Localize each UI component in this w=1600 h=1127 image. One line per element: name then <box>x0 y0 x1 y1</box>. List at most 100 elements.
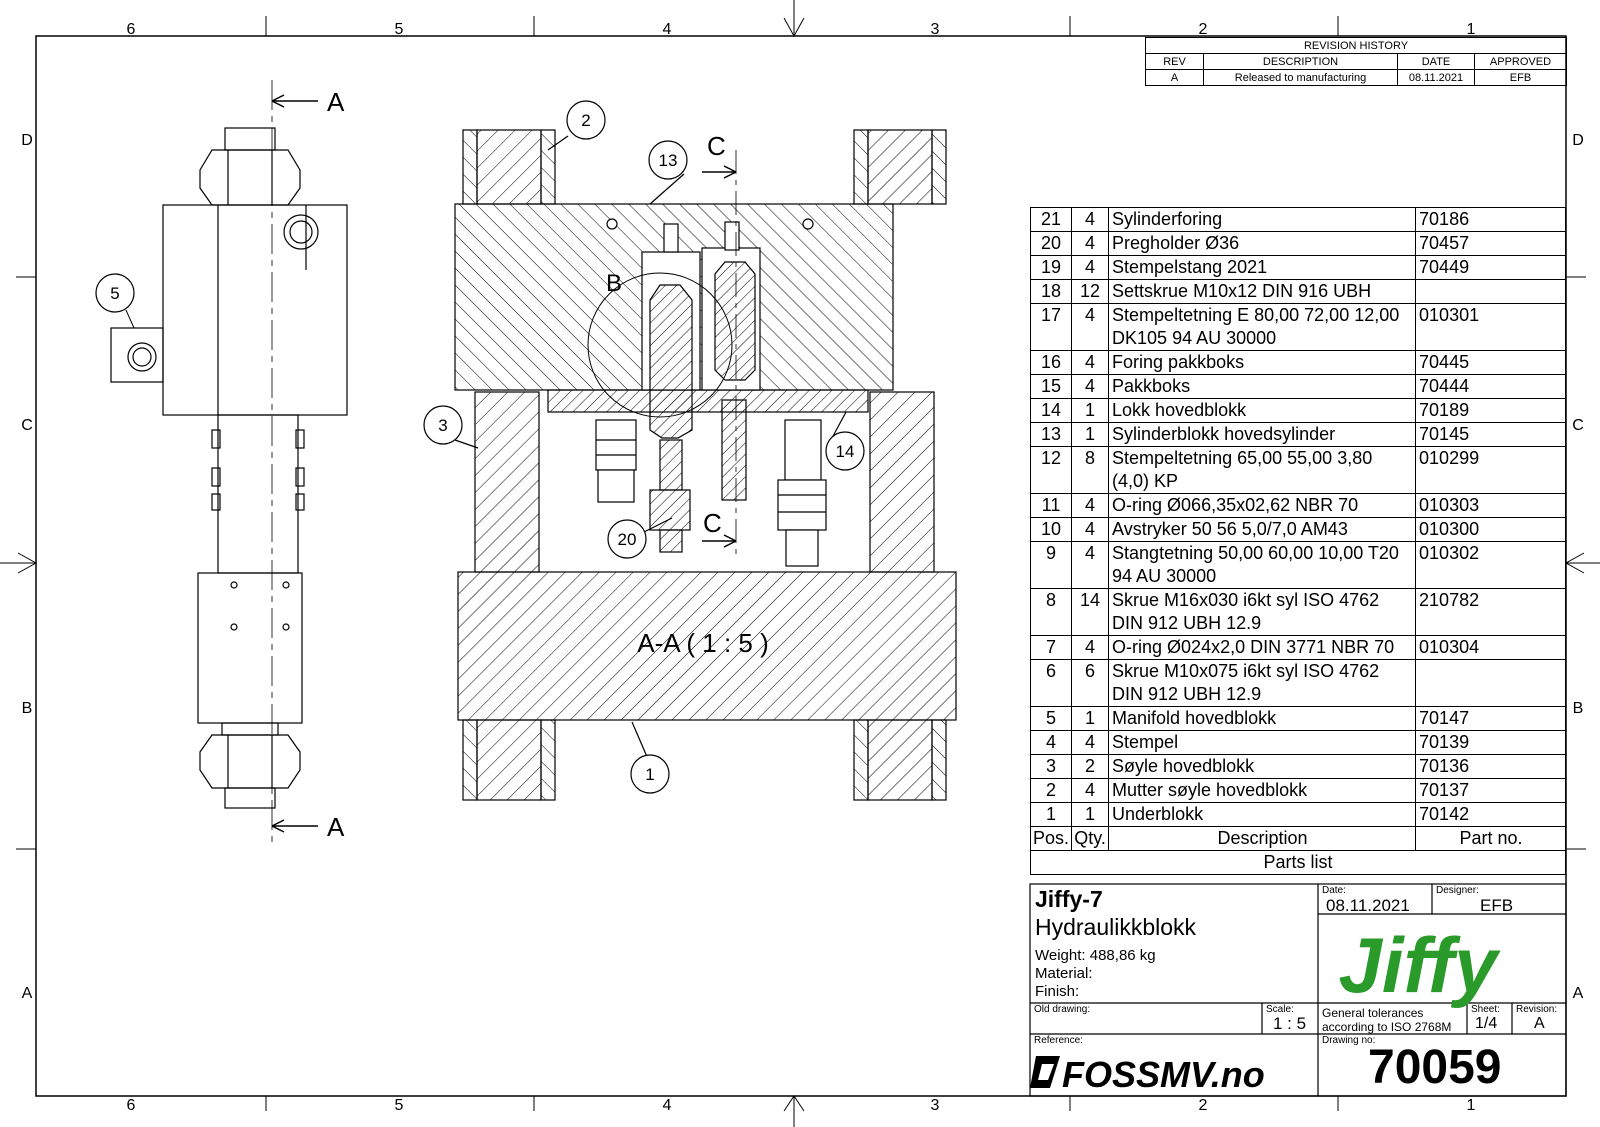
balloon-14: 14 <box>836 442 855 461</box>
parts-cell-desc: Skrue M16x030 i6kt syl ISO 4762 DIN 912 … <box>1108 588 1417 636</box>
parts-header-pos: Pos. <box>1029 826 1073 851</box>
parts-cell-qty: 1 <box>1071 802 1110 827</box>
parts-cell-qty: 4 <box>1071 255 1110 280</box>
parts-cell-pos: 9 <box>1029 541 1073 589</box>
parts-cell-pn: 70189 <box>1415 398 1566 423</box>
balloon-2: 2 <box>581 111 590 130</box>
parts-cell-pn: 010300 <box>1415 517 1566 542</box>
rev-cell-date: 08.11.2021 <box>1397 69 1475 86</box>
parts-cell-pos: 1 <box>1029 802 1073 827</box>
parts-cell-pn: 70142 <box>1415 802 1566 827</box>
parts-cell-desc: O-ring Ø024x2,0 DIN 3771 NBR 70 <box>1108 635 1417 660</box>
parts-cell-qty: 6 <box>1071 659 1110 707</box>
fossmv-logo-text: FOSSMV.no <box>1062 1054 1265 1095</box>
scale-value: 1 : 5 <box>1273 1014 1307 1033</box>
parts-cell-qty: 1 <box>1071 422 1110 447</box>
parts-cell-pos: 6 <box>1029 659 1073 707</box>
parts-cell-pn: 010299 <box>1415 446 1566 494</box>
parts-cell-pos: 19 <box>1029 255 1073 280</box>
zone-row-a: A <box>22 985 33 1002</box>
section-label-c-bottom: C <box>703 508 722 538</box>
parts-cell-qty: 4 <box>1071 207 1110 232</box>
scale-label: Scale: <box>1266 1004 1294 1015</box>
reference-label: Reference: <box>1034 1035 1083 1046</box>
parts-cell-desc: Stempel <box>1108 730 1417 755</box>
parts-cell-pos: 16 <box>1029 350 1073 375</box>
parts-cell-qty: 4 <box>1071 778 1110 803</box>
parts-header-qty: Qty. <box>1071 826 1110 851</box>
parts-cell-qty: 4 <box>1071 374 1110 399</box>
parts-cell-pos: 21 <box>1029 207 1073 232</box>
drawing-number: 70059 <box>1368 1041 1502 1094</box>
parts-cell-qty: 4 <box>1071 730 1110 755</box>
title-weight: Weight: 488,86 kg <box>1035 947 1156 964</box>
revision-value: A <box>1534 1015 1545 1032</box>
section-view-title: A-A ( 1 : 5 ) <box>637 628 769 658</box>
parts-cell-pos: 13 <box>1029 422 1073 447</box>
parts-cell-pos: 15 <box>1029 374 1073 399</box>
parts-cell-qty: 14 <box>1071 588 1110 636</box>
side-view <box>110 80 348 845</box>
parts-cell-pos: 8 <box>1029 588 1073 636</box>
zone-row-d: D <box>21 132 33 149</box>
parts-cell-pos: 4 <box>1029 730 1073 755</box>
parts-cell-desc: Underblokk <box>1108 802 1417 827</box>
zone-row-b-right: B <box>1573 700 1584 717</box>
balloon-1: 1 <box>645 765 654 784</box>
parts-cell-qty: 4 <box>1071 231 1110 256</box>
zone-ticks <box>16 16 1586 1111</box>
sheet-label: Sheet: <box>1471 1004 1500 1015</box>
section-arrow-label-a-top: A <box>327 87 345 117</box>
parts-cell-pn <box>1415 279 1566 304</box>
zone-col-6-bottom: 6 <box>127 1097 136 1114</box>
parts-cell-qty: 4 <box>1071 635 1110 660</box>
zone-col-5-bottom: 5 <box>395 1097 404 1114</box>
old-drawing-label: Old drawing: <box>1034 1004 1091 1015</box>
sheet-frame <box>35 35 1567 1097</box>
detail-label-b: B <box>606 270 622 297</box>
parts-cell-desc: Pregholder Ø36 <box>1108 231 1417 256</box>
parts-cell-qty: 12 <box>1071 279 1110 304</box>
balloon-20: 20 <box>618 530 637 549</box>
parts-cell-desc: Stempeltetning 65,00 55,00 3,80 (4,0) KP <box>1108 446 1417 494</box>
parts-cell-desc: Avstryker 50 56 5,0/7,0 AM43 <box>1108 517 1417 542</box>
rev-cell-description: Released to manufacturing <box>1203 69 1398 86</box>
date-label: Date: <box>1322 885 1346 896</box>
parts-header-part-no: Part no. <box>1415 826 1566 851</box>
zone-col-1: 1 <box>1467 21 1476 38</box>
section-arrow-label-a-bottom: A <box>327 812 345 842</box>
designer-value: EFB <box>1480 896 1514 915</box>
parts-cell-pn: 70186 <box>1415 207 1566 232</box>
zone-row-a-right: A <box>1573 985 1584 1002</box>
zone-col-3: 3 <box>931 21 940 38</box>
title-block-frame <box>1029 883 1567 1097</box>
parts-cell-pn: 210782 <box>1415 588 1566 636</box>
tolerances-line-2: according to ISO 2768M <box>1322 1020 1452 1034</box>
parts-cell-pos: 3 <box>1029 754 1073 779</box>
zone-col-5: 5 <box>395 21 404 38</box>
section-label-c-top: C <box>707 131 726 161</box>
sheet-value: 1/4 <box>1475 1015 1498 1032</box>
zone-col-4-bottom: 4 <box>663 1097 672 1114</box>
parts-cell-desc: Stempeltetning E 80,00 72,00 12,00 DK105… <box>1108 303 1417 351</box>
parts-cell-pos: 7 <box>1029 635 1073 660</box>
parts-cell-pn: 70457 <box>1415 231 1566 256</box>
parts-cell-qty: 1 <box>1071 398 1110 423</box>
parts-cell-pn: 70136 <box>1415 754 1566 779</box>
parts-cell-desc: Stangtetning 50,00 60,00 10,00 T20 94 AU… <box>1108 541 1417 589</box>
